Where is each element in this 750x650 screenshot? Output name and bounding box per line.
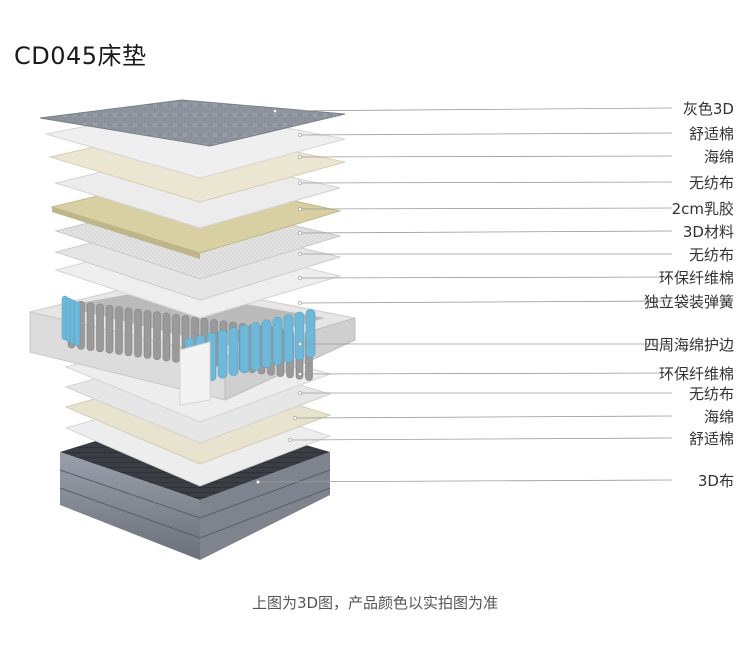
leader-dot [298, 301, 301, 304]
spring-pocket [97, 304, 104, 352]
leader-line [275, 108, 672, 111]
layer-label: 环保纤维棉 [659, 363, 734, 384]
leader-dot [298, 155, 301, 158]
spring-pocket [116, 307, 123, 355]
layer-label: 舒适棉 [689, 123, 734, 144]
spring-pocket-edge [273, 317, 282, 365]
layer-label: 独立袋装弹簧 [644, 291, 734, 312]
leader-dot [298, 181, 301, 184]
layer-label: 无纺布 [689, 383, 734, 404]
layer-label: 3D材料 [683, 221, 734, 242]
leader-dot [288, 438, 291, 441]
spring-pocket-edge [240, 325, 249, 373]
spring-pocket-edge [295, 312, 304, 360]
leader-dot [298, 391, 301, 394]
spring-pocket-edge [229, 328, 238, 376]
layer-label: 3D布 [698, 470, 734, 491]
layer-label: 2cm乳胶 [672, 198, 734, 219]
leader-line [300, 182, 672, 183]
spring-pocket-edge [262, 320, 271, 368]
spring-pocket [163, 313, 170, 361]
spring-pocket [173, 314, 180, 362]
spring-pocket-edge [251, 322, 260, 370]
leader-dot [293, 416, 296, 419]
layer-label: 环保纤维棉 [659, 267, 734, 288]
leader-dot [298, 133, 301, 136]
leader-dot [298, 276, 301, 279]
image-caption: 上图为3D图，产品颜色以实拍图为准 [0, 592, 750, 613]
spring-pocket-edge [218, 330, 227, 378]
leader-line [300, 133, 672, 135]
spring-pocket [106, 305, 113, 353]
layer-label: 海绵 [704, 146, 734, 167]
layer-label: 舒适棉 [689, 428, 734, 449]
layer-label: 海绵 [704, 406, 734, 427]
spring-pocket [87, 303, 94, 351]
leader-line [300, 373, 672, 374]
spring-pocket-edge [74, 302, 80, 346]
leader-dot [298, 372, 301, 375]
leader-line [290, 438, 672, 440]
leader-dot [298, 231, 301, 234]
leader-dot [298, 207, 301, 210]
leader-dot [298, 252, 301, 255]
layer-label: 无纺布 [689, 244, 734, 265]
layer-label: 灰色3D [683, 98, 734, 119]
spring-pocket [144, 310, 151, 358]
layer-label: 无纺布 [689, 172, 734, 193]
leader-line [300, 231, 672, 233]
leader-line [300, 277, 672, 278]
spring-pocket-edge [284, 315, 293, 363]
leader-dot [273, 109, 276, 112]
leader-line [295, 416, 672, 418]
leader-line [300, 156, 672, 157]
leader-dot [298, 342, 301, 345]
layer-label: 四周海绵护边 [644, 334, 734, 355]
spring-pocket [125, 308, 132, 356]
spring-pocket [135, 309, 142, 357]
spring-pocket [154, 312, 161, 360]
leader-dot [256, 480, 259, 483]
leader-line [300, 208, 672, 209]
leader-line [300, 301, 672, 303]
spring-pocket-edge [306, 309, 315, 357]
